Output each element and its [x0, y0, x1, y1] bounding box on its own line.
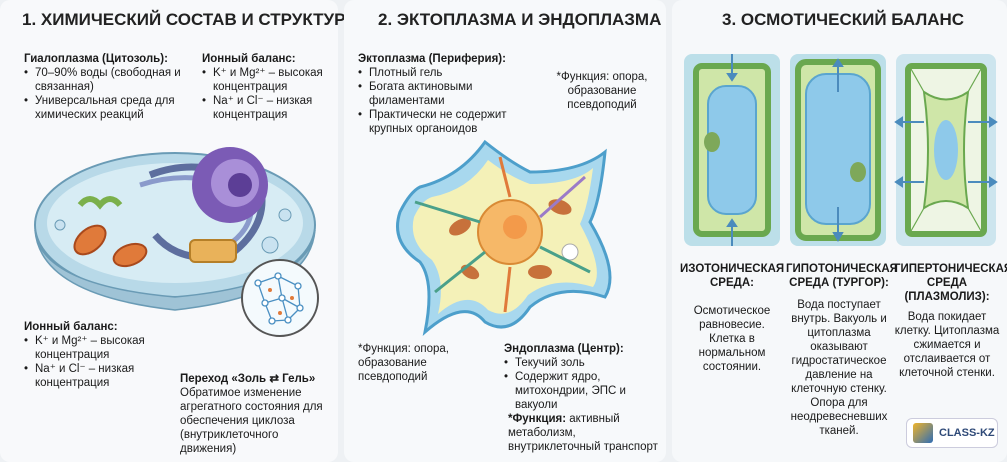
transition-text: Обратимое изменение агрегатного состояни… [180, 387, 323, 455]
list-item: 70–90% воды (свободная и связанная) [24, 66, 194, 94]
list-item: Na⁺ и Cl⁻ – низкая концентрация [202, 94, 332, 122]
left-function-note: *Функция: опора, образование псевдоподий [358, 343, 449, 383]
water-outflow-arrows [894, 116, 998, 188]
ectoplasm-block: Эктоплазма (Периферия): Плотный гель Бог… [358, 52, 528, 136]
sol-gel-transition: Переход «Золь ⇄ Гель» Обратимое изменени… [180, 372, 332, 456]
water-inflow-arrows [832, 58, 844, 243]
ion-balance-top: Ионный баланс: K⁺ и Mg²⁺ – высокая конце… [202, 52, 332, 122]
hyaloplasm-heading: Гиалоплазма (Цитозоль): [24, 53, 168, 65]
hypotonic-heading: ГИПОТОНИЧЕСКАЯ СРЕДА (ТУРГОР): [786, 263, 898, 289]
list-item: Практически не содержит крупных органоид… [358, 108, 528, 136]
ecto-function-note: *Функция: опора, образование псевдоподий [556, 71, 648, 111]
ectoplasm-heading: Эктоплазма (Периферия): [358, 53, 506, 65]
ion-balance-bottom: Ионный баланс: K⁺ и Mg²⁺ – высокая конце… [24, 320, 174, 390]
mitochondrion-icon [73, 224, 107, 256]
list-item: K⁺ и Mg²⁺ – высокая концентрация [202, 66, 332, 94]
list-item: Na⁺ и Cl⁻ – низкая концентрация [24, 362, 174, 390]
sol-gel-network-icon [241, 259, 319, 337]
golgi-body-icon [189, 239, 237, 263]
water-flow-arrows [726, 54, 738, 246]
books-icon [913, 423, 933, 443]
mitochondrion-icon [449, 218, 471, 236]
endo-function-label: *Функция: [508, 413, 567, 425]
hypertonic-text: Вода покидает клетку. Цитоплазма сжимает… [894, 311, 1000, 379]
panel-ecto-endoplasm: 2. ЭКТОПЛАЗМА И ЭНДОПЛАЗМА Эктоплазма (П… [344, 0, 666, 462]
endo-function-text: активный метаболизм, внутриклеточный тра… [508, 413, 658, 453]
endoplasm-block: Эндоплазма (Центр): Текучий золь Содержи… [504, 342, 664, 454]
hypotonic-description: ГИПОТОНИЧЕСКАЯ СРЕДА (ТУРГОР): Вода пост… [786, 262, 898, 438]
panel-title: 2. ЭКТОПЛАЗМА И ЭНДОПЛАЗМА [378, 10, 662, 29]
panel-osmotic-balance: 3. ОСМОТИЧЕСКИЙ БАЛАНС [672, 0, 1007, 462]
panel-chemical-composition: 1. ХИМИЧЕСКИЙ СОСТАВ И СТРУКТУРА Гиалопл… [0, 0, 356, 462]
panel-title: 1. ХИМИЧЕСКИЙ СОСТАВ И СТРУКТУРА [22, 10, 357, 29]
panel-title: 3. ОСМОТИЧЕСКИЙ БАЛАНС [722, 10, 965, 29]
transition-heading: Переход «Золь ⇄ Гель» [180, 373, 316, 385]
golgi-icon [77, 196, 123, 210]
class-kz-logo: CLASS-KZ [906, 418, 998, 448]
list-item: Плотный гель [358, 66, 528, 80]
cytoplasm-flow-arrows [414, 156, 591, 313]
amoeba-illustration [396, 139, 612, 337]
isotonic-text: Осмотическое равновесие. Клетка в нормал… [693, 305, 771, 373]
hypertonic-heading: ГИПЕРТОНИЧЕСКАЯ СРЕДА (ПЛАЗМОЛИЗ): [894, 263, 1007, 303]
animal-cell-illustration [34, 147, 316, 311]
ion-balance-heading: Ионный баланс: [24, 321, 118, 333]
isotonic-cell-illustration [684, 54, 780, 246]
hyaloplasm-block: Гиалоплазма (Цитозоль): 70–90% воды (сво… [24, 52, 194, 122]
endoplasm-heading: Эндоплазма (Центр): [504, 343, 624, 355]
hypertonic-description: ГИПЕРТОНИЧЕСКАЯ СРЕДА (ПЛАЗМОЛИЗ): Вода … [894, 262, 1007, 380]
isotonic-heading: ИЗОТОНИЧЕСКАЯ СРЕДА: [680, 263, 785, 289]
hypotonic-text: Вода поступает внутрь. Вакуоль и цитопла… [790, 299, 888, 437]
hypotonic-cell-illustration [790, 54, 886, 246]
isotonic-description: ИЗОТОНИЧЕСКАЯ СРЕДА: Осмотическое равнов… [680, 262, 784, 374]
list-item: K⁺ и Mg²⁺ – высокая концентрация [24, 334, 174, 362]
logo-text: CLASS-KZ [939, 427, 995, 439]
list-item: Содержит ядро, митохондрии, ЭПС и вакуол… [504, 370, 664, 412]
list-item: Богата актиновыми филаментами [358, 80, 528, 108]
hypertonic-cell-illustration [894, 54, 998, 246]
ion-balance-heading: Ионный баланс: [202, 53, 296, 65]
list-item: Текучий золь [504, 356, 664, 370]
list-item: Универсальная среда для химических реакц… [24, 94, 194, 122]
